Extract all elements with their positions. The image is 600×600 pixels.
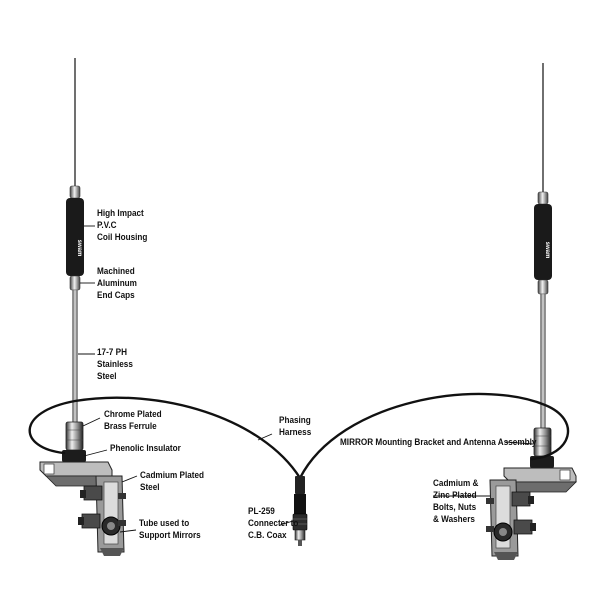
left-brass-ferrule: [65, 421, 84, 451]
right-antenna: swam: [530, 63, 554, 468]
label-support-tube: Tube used to Support Mirrors: [139, 518, 201, 541]
label-coil-housing: High Impact P.V.C Coil Housing: [97, 208, 148, 243]
right-lower-cap: [537, 279, 549, 295]
right-mirror-bracket: [486, 467, 577, 560]
label-cadmium-steel: Cadmium Plated Steel: [140, 470, 205, 493]
label-end-caps: Machined Aluminum End Caps: [97, 266, 137, 301]
pl259-connector: [292, 476, 308, 546]
label-phasing-harness: Phasing Harness: [279, 415, 312, 438]
left-coil-housing: [66, 198, 84, 276]
label-phenolic-insulator: Phenolic Insulator: [110, 443, 181, 454]
phasing-harness: [28, 392, 570, 480]
left-antenna: swam: [62, 58, 86, 462]
leader-lines: [78, 225, 534, 533]
left-upper-cap: [69, 185, 81, 199]
label-brass-ferrule: Chrome Plated Brass Ferrule: [104, 409, 162, 432]
right-logo: swam: [544, 242, 550, 259]
left-phenolic-insulator: [62, 450, 86, 462]
left-lower-cap: [69, 275, 81, 291]
right-upper-cap: [537, 191, 549, 205]
right-steel-shaft: [540, 293, 546, 429]
label-stainless-steel: 17-7 PH Stainless Steel: [97, 347, 133, 382]
label-pl259-connector: PL-259 Connecter to C.B. Coax: [248, 506, 299, 541]
label-mirror-assembly: MIRROR Mounting Bracket and Antenna Asse…: [340, 437, 537, 448]
left-mirror-bracket: [39, 461, 126, 556]
right-coil-housing: [534, 204, 552, 280]
left-logo: swam: [76, 240, 82, 257]
label-cadmium-zinc: Cadmium & Zinc Plated Bolts, Nuts & Wash…: [433, 478, 479, 525]
right-brass-ferrule: [533, 427, 552, 457]
